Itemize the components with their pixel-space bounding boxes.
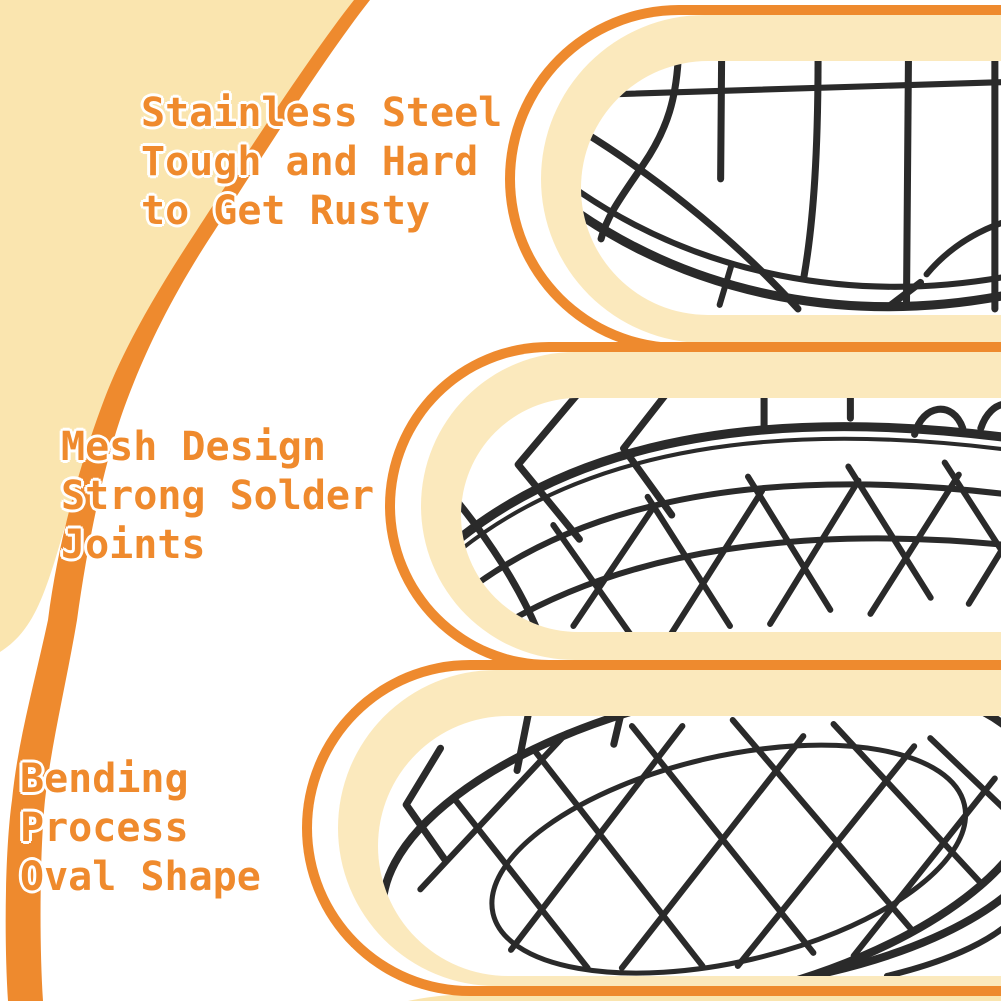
feature-callout-stainless-steel: Stainless Steel Tough and Hard to Get Ru… xyxy=(141,89,502,236)
wire-basket-photo-mesh xyxy=(461,398,1001,632)
feature-text-line: Process xyxy=(20,805,189,851)
photo-frame-bottom xyxy=(302,660,1001,996)
feature-text-line: Tough and Hard xyxy=(141,139,479,185)
feature-text-line: Oval Shape xyxy=(20,854,261,900)
feature-callout-mesh-design: Mesh Design Strong Solder Joints xyxy=(61,423,374,570)
feature-text-line: to Get Rusty xyxy=(141,188,430,234)
photo-frame-top-cream-border xyxy=(541,15,1001,343)
feature-text-line: Strong Solder xyxy=(61,473,375,519)
feature-text-line: Bending xyxy=(20,756,189,802)
orange-swoosh-band xyxy=(5,0,371,1001)
feature-callout-bending-process: Bending Process Oval Shape xyxy=(20,755,261,902)
cream-wedge-shape xyxy=(0,0,358,652)
photo-frame-middle-cream-border xyxy=(421,352,1001,660)
feature-text-line: Joints xyxy=(61,522,206,568)
photo-window-middle xyxy=(461,398,1001,632)
wire-basket-photo-oval xyxy=(378,716,1001,976)
photo-window-top xyxy=(581,61,1001,315)
feature-text-line: Stainless Steel xyxy=(141,90,503,136)
feature-text-line: Mesh Design xyxy=(61,424,326,470)
photo-frame-middle xyxy=(385,342,1001,670)
wire-basket-photo-closeup xyxy=(581,61,1001,313)
photo-window-bottom xyxy=(378,716,1001,976)
photo-frame-top xyxy=(505,5,1001,353)
photo-frame-bottom-cream-border xyxy=(338,670,1001,986)
